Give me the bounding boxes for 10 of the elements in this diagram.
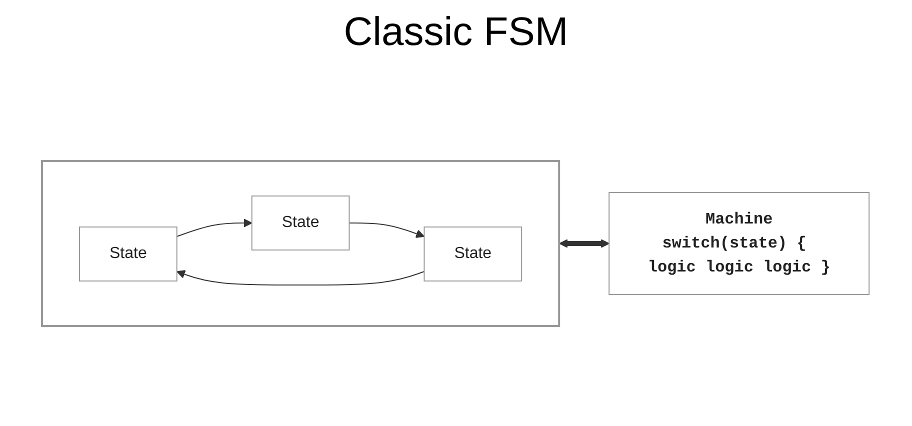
node-box: State xyxy=(79,226,178,282)
node-box: Machine switch(state) { logic logic logic } xyxy=(609,192,870,295)
arrow xyxy=(176,270,426,286)
arrow xyxy=(176,218,253,237)
cluster xyxy=(41,160,561,327)
node-box: State xyxy=(252,196,350,250)
arrow xyxy=(560,239,610,248)
node-box: State xyxy=(424,226,523,282)
diagram-title: Classic FSM xyxy=(344,10,568,55)
arrow xyxy=(349,222,426,238)
